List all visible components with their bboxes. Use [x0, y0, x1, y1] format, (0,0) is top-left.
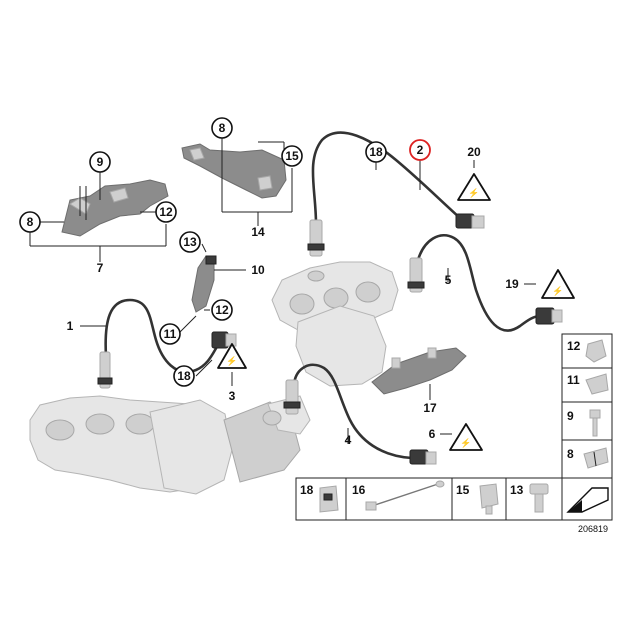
callout-17[interactable]: 17	[423, 401, 437, 415]
svg-text:8: 8	[567, 447, 574, 461]
warning-triangle-19: ⚡	[541, 269, 575, 299]
warning-triangle-3: ⚡	[217, 343, 247, 369]
callout-19[interactable]: 19	[505, 277, 519, 291]
svg-text:15: 15	[285, 149, 299, 163]
svg-text:11: 11	[164, 327, 177, 341]
callout-13[interactable]: 13	[179, 231, 201, 253]
bracket-17[interactable]	[371, 347, 467, 395]
svg-text:6: 6	[429, 427, 436, 441]
legend-item-8[interactable]: 8	[567, 447, 609, 469]
callout-2[interactable]: 2	[409, 139, 431, 161]
svg-text:9: 9	[97, 155, 104, 169]
diagram-number: 206819	[578, 524, 608, 534]
svg-text:12: 12	[159, 205, 173, 219]
svg-text:18: 18	[300, 483, 314, 497]
svg-text:⚡: ⚡	[460, 437, 471, 449]
view-direction-arrow-icon	[566, 487, 609, 513]
callout-12-left[interactable]: 12	[155, 201, 177, 223]
legend-item-12[interactable]: 12	[567, 339, 607, 363]
exhaust-manifold-right[interactable]	[271, 261, 399, 387]
callout-8-left[interactable]: 8	[19, 211, 41, 233]
svg-text:18: 18	[177, 369, 191, 383]
callout-10[interactable]: 10	[251, 263, 265, 277]
svg-text:13: 13	[510, 483, 524, 497]
heat-shield-7[interactable]	[61, 179, 169, 237]
svg-text:13: 13	[183, 235, 197, 249]
svg-text:16: 16	[352, 483, 366, 497]
svg-text:5: 5	[445, 273, 452, 287]
svg-text:8: 8	[219, 121, 226, 135]
callout-7[interactable]: 7	[97, 261, 104, 275]
callout-8-top[interactable]: 8	[211, 117, 233, 139]
warning-triangle-20: ⚡	[457, 173, 491, 201]
oxygen-sensor-4[interactable]	[283, 363, 437, 465]
legend-item-15[interactable]: 15	[456, 483, 499, 515]
svg-text:3: 3	[229, 389, 236, 403]
oxygen-sensor-1[interactable]	[97, 298, 237, 389]
callout-5[interactable]: 5	[445, 273, 452, 287]
svg-text:12: 12	[567, 339, 581, 353]
callout-1[interactable]: 1	[67, 319, 74, 333]
svg-text:10: 10	[251, 263, 265, 277]
callout-4[interactable]: 4	[345, 433, 352, 447]
callout-20[interactable]: 20	[467, 145, 481, 159]
callout-18-top[interactable]: 18	[365, 141, 387, 163]
callout-11[interactable]: 11	[159, 323, 181, 345]
bracket-14[interactable]	[181, 143, 287, 199]
svg-text:19: 19	[505, 277, 519, 291]
legend-item-16[interactable]: 16	[352, 480, 445, 511]
svg-text:18: 18	[369, 145, 383, 159]
svg-text:⚡: ⚡	[226, 355, 237, 367]
svg-text:4: 4	[345, 433, 352, 447]
svg-text:1: 1	[67, 319, 74, 333]
legend-item-13[interactable]: 13	[510, 483, 549, 513]
callout-15[interactable]: 15	[281, 145, 303, 167]
legend-item-9[interactable]: 9	[567, 409, 601, 437]
oxygen-sensor-2[interactable]	[307, 131, 485, 257]
bracket-10[interactable]	[191, 255, 217, 313]
svg-text:15: 15	[456, 483, 470, 497]
legend-item-18[interactable]: 18	[300, 483, 339, 513]
oxygen-sensor-5[interactable]	[407, 233, 563, 332]
svg-text:12: 12	[215, 303, 229, 317]
callout-9[interactable]: 9	[89, 151, 111, 173]
warning-triangle-6: ⚡	[449, 423, 483, 451]
callout-18-mid[interactable]: 18	[173, 365, 195, 387]
exhaust-manifold-left[interactable]	[29, 395, 311, 495]
svg-text:20: 20	[467, 145, 481, 159]
legend-item-11[interactable]: 11	[567, 373, 609, 395]
svg-text:7: 7	[97, 261, 104, 275]
svg-text:⚡: ⚡	[552, 285, 563, 297]
legend-bottom: 18 16 15 13	[295, 477, 613, 521]
legend-side: 12 11 9 8	[561, 333, 613, 520]
svg-text:14: 14	[251, 225, 265, 239]
callout-6[interactable]: 6	[429, 427, 436, 441]
svg-text:9: 9	[567, 409, 574, 423]
svg-text:11: 11	[567, 373, 580, 387]
svg-text:⚡: ⚡	[468, 187, 479, 199]
callout-3[interactable]: 3	[229, 389, 236, 403]
svg-text:2: 2	[417, 143, 424, 157]
svg-text:8: 8	[27, 215, 34, 229]
callout-12-mid[interactable]: 12	[211, 299, 233, 321]
callout-14[interactable]: 14	[251, 225, 265, 239]
svg-text:17: 17	[423, 401, 437, 415]
